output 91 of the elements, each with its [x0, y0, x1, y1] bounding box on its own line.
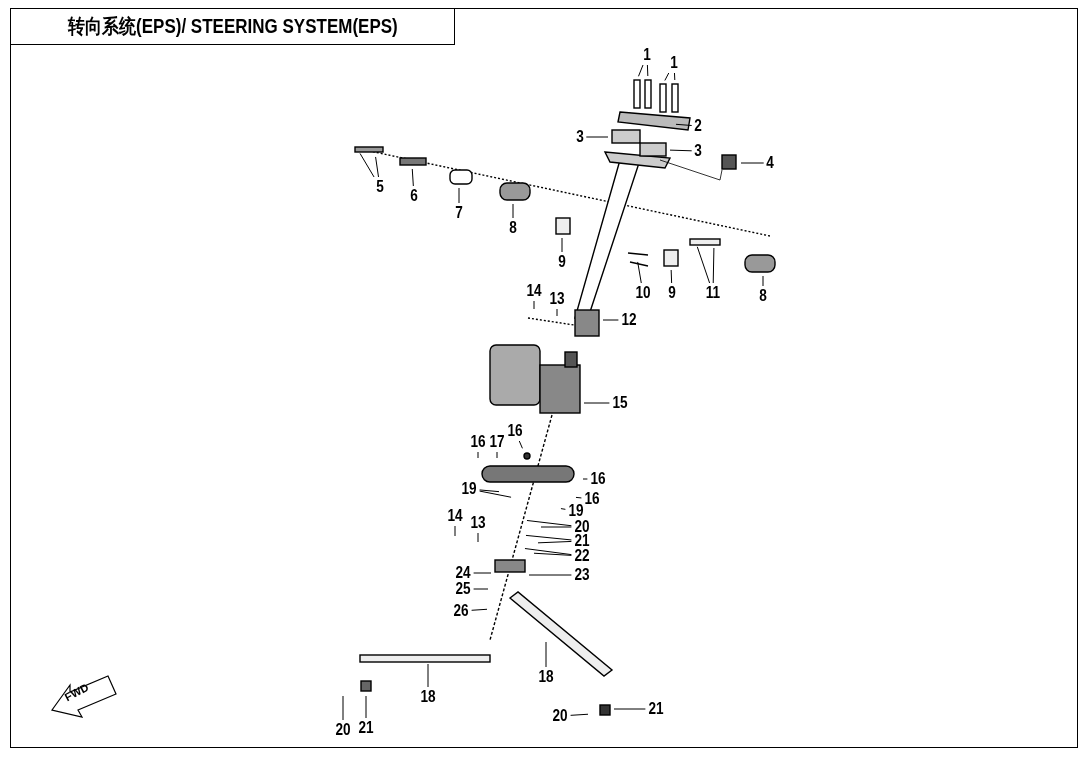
leader-line: [471, 608, 488, 611]
leader-line: [637, 261, 642, 284]
callout-number: 1: [670, 54, 678, 72]
leader-line: [556, 308, 558, 317]
callout-number: 16: [584, 490, 600, 508]
leader-line: [342, 695, 344, 721]
callout-number: 2: [694, 117, 702, 135]
callout-number: 16: [590, 470, 606, 488]
callout-number: 14: [447, 507, 463, 525]
callout-number: 20: [552, 707, 568, 725]
leader-line: [524, 548, 572, 556]
callout-number: 13: [470, 514, 486, 532]
leader-line: [561, 237, 563, 253]
leader-line: [477, 532, 479, 543]
leader-line: [670, 269, 673, 284]
callout-number: 15: [612, 394, 628, 412]
leader-line: [664, 72, 670, 81]
leader-line: [479, 489, 500, 493]
callout-number: 21: [648, 700, 664, 718]
callout-number: 8: [759, 287, 767, 305]
leader-line: [613, 708, 646, 710]
callout-number: 13: [549, 290, 565, 308]
leader-line: [526, 519, 572, 527]
callout-number: 1: [643, 46, 651, 64]
callout-number: 22: [574, 547, 590, 565]
leader-line: [545, 641, 547, 668]
leader-line: [762, 275, 764, 287]
callout-number: 9: [668, 284, 676, 302]
leader-line: [518, 440, 523, 449]
leader-line: [427, 663, 429, 688]
callout-number: 4: [766, 154, 774, 172]
callout-number: 20: [335, 721, 351, 739]
callout-number: 3: [694, 142, 702, 160]
leader-line: [477, 451, 479, 459]
leader-line: [638, 64, 644, 77]
leader-line: [585, 136, 609, 138]
leader-line: [359, 152, 375, 178]
leader-line: [675, 123, 693, 126]
callout-number: 21: [574, 532, 590, 550]
leader-line: [479, 490, 512, 498]
callout-number: 21: [358, 719, 374, 737]
leader-line: [740, 162, 765, 164]
callout-number: 9: [558, 253, 566, 271]
leader-line: [537, 540, 572, 544]
callout-number: 23: [574, 566, 590, 584]
leader-line: [365, 695, 367, 719]
leader-line: [669, 149, 693, 152]
leader-line: [454, 525, 456, 537]
leader-line: [496, 451, 498, 459]
callout-number: 25: [455, 580, 471, 598]
leader-line: [696, 246, 711, 284]
leader-line: [473, 572, 492, 574]
leader-line: [512, 203, 514, 219]
leader-line: [674, 72, 676, 81]
callout-number: 24: [455, 564, 471, 582]
callout-number: 5: [376, 178, 384, 196]
callout-number: 18: [420, 688, 436, 706]
callout-number: 17: [489, 433, 505, 451]
callout-number: 7: [455, 204, 463, 222]
leader-line: [473, 588, 489, 590]
leader-line: [533, 552, 572, 556]
leader-line: [458, 187, 460, 204]
direction-label: FWD: [62, 680, 91, 704]
callout-number: 6: [410, 187, 418, 205]
callout-number: 19: [461, 480, 477, 498]
callout-number: 18: [538, 668, 554, 686]
leader-line: [602, 319, 619, 321]
leader-line: [525, 534, 572, 541]
leader-line: [583, 402, 610, 404]
callout-number: 10: [635, 284, 651, 302]
callout-number: 8: [509, 219, 517, 237]
leader-line: [411, 168, 414, 187]
callout-number: 12: [621, 311, 637, 329]
leader-line: [570, 713, 589, 716]
callout-number: 14: [526, 282, 542, 300]
leader-line: [375, 156, 380, 178]
leader-line: [533, 300, 535, 310]
leader-line: [540, 526, 572, 528]
callout-number: 19: [568, 502, 584, 520]
leader-line: [646, 64, 649, 77]
leader-line: [560, 508, 566, 510]
callout-number: 11: [705, 284, 721, 302]
leader-line: [575, 496, 582, 499]
diagram-title: 转向系统(EPS)/ STEERING SYSTEM(EPS): [67, 14, 398, 39]
leader-line: [528, 574, 572, 576]
callout-number: 26: [453, 602, 469, 620]
leader-line: [712, 247, 715, 284]
callout-number: 3: [576, 128, 584, 146]
leader-line: [582, 478, 588, 480]
callout-number: 16: [507, 422, 523, 440]
callout-number: 16: [470, 433, 486, 451]
